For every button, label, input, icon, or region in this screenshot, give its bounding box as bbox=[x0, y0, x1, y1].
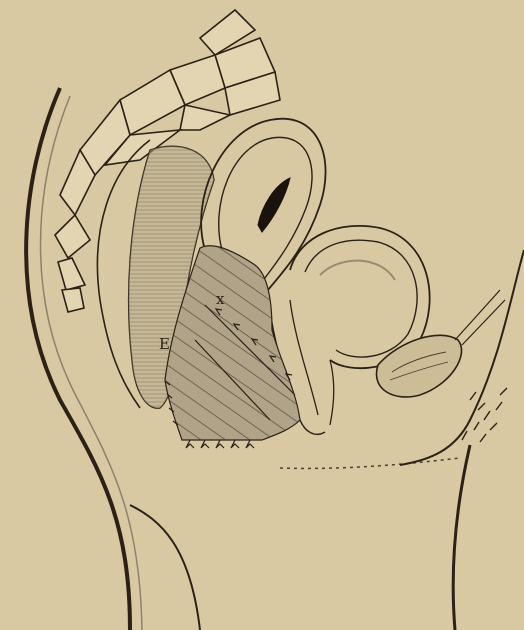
uterine-cavity bbox=[258, 178, 290, 232]
perineal-fold bbox=[280, 458, 460, 468]
bladder-inner bbox=[305, 240, 417, 357]
label-x: x bbox=[216, 290, 225, 308]
thigh-right-contour bbox=[453, 445, 470, 630]
pubic-ligament bbox=[455, 290, 505, 345]
thigh-left-contour bbox=[130, 505, 200, 630]
urethra bbox=[330, 360, 334, 425]
label-e: E bbox=[159, 335, 170, 353]
bladder-wall-shade bbox=[320, 261, 395, 280]
pubic-symphysis bbox=[376, 335, 461, 397]
pubic-hair bbox=[462, 388, 507, 442]
